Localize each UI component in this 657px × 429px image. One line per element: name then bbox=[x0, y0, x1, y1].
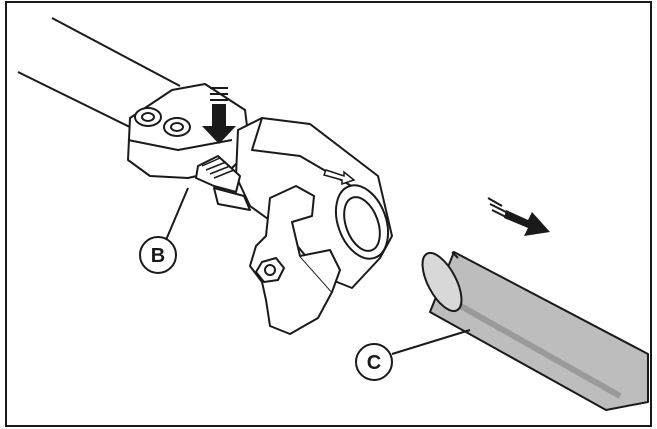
upper-shaft bbox=[17, 17, 181, 133]
screw-icon bbox=[163, 117, 191, 137]
lower-shaft bbox=[421, 251, 649, 411]
callout-c: C bbox=[355, 329, 471, 381]
callout-label-c: C bbox=[367, 352, 381, 374]
screw-icon bbox=[134, 107, 162, 127]
wing-knob bbox=[249, 185, 341, 335]
callout-label-b: B bbox=[151, 245, 165, 267]
latch-lever bbox=[195, 155, 251, 211]
arrow-down-icon bbox=[202, 87, 236, 144]
hex-nut-icon bbox=[255, 257, 285, 283]
arrow-right-down-icon bbox=[487, 197, 550, 236]
callout-b: B bbox=[139, 187, 189, 274]
arrow-right-icon bbox=[322, 169, 356, 186]
